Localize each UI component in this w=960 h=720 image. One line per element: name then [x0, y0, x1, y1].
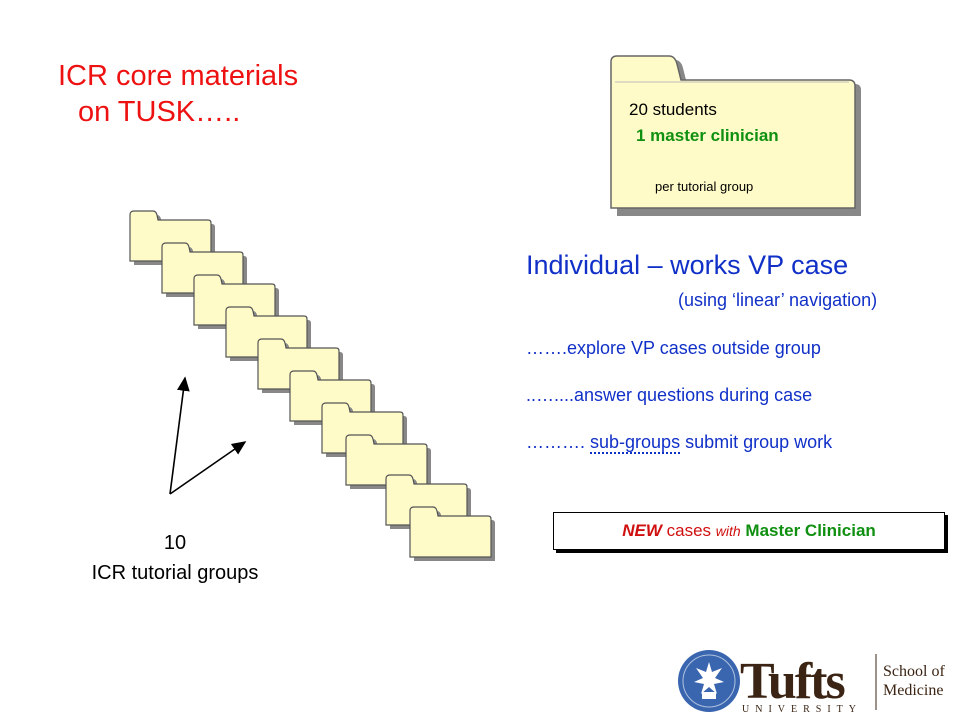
logo-school-line1: School of: [883, 663, 945, 680]
arrow-right: [169, 441, 247, 495]
page-title: ICR core materials on TUSK…..: [58, 58, 298, 130]
new-cases-box: NEW cases with Master Clinician: [553, 512, 945, 550]
folder-students: 20 students: [629, 100, 717, 119]
subgroups-suffix: submit group work: [680, 432, 833, 452]
individual-heading: Individual – works VP case: [526, 250, 849, 280]
navigation-note: (using ‘linear’ navigation): [678, 290, 878, 310]
logo-brand: Tufts: [740, 653, 844, 710]
groups-caption: 10 ICR tutorial groups: [40, 528, 310, 588]
folder-stack: [129, 210, 495, 561]
tutorial-folder-icon: [409, 506, 495, 561]
logo-school-line2: Medicine: [883, 682, 943, 699]
arrow-up: [169, 376, 190, 495]
groups-label: ICR tutorial groups: [91, 562, 259, 584]
folder-clinician: 1 master clinician: [636, 126, 779, 145]
master-clinician-label: Master Clinician: [745, 521, 876, 540]
subgroups-link[interactable]: sub-groups: [590, 432, 681, 454]
cases-label: cases: [666, 521, 712, 540]
subgroups-prefix: ……….: [526, 432, 591, 452]
answer-line: ..…....answer questions during case: [526, 385, 813, 405]
new-label: NEW: [622, 521, 662, 540]
with-label: with: [715, 523, 741, 539]
tutorial-group-folder: 20 students 1 master clinician per tutor…: [610, 55, 861, 216]
explore-line: …….explore VP cases outside group: [526, 338, 821, 358]
subgroups-line: ………. sub-groups submit group work: [526, 432, 833, 454]
tufts-logo: Tufts UNIVERSITY School of Medicine: [678, 650, 945, 714]
title-line-1: ICR core materials: [58, 60, 299, 92]
title-line-2: on TUSK…..: [78, 96, 241, 128]
groups-count: 10: [163, 532, 187, 554]
logo-university: UNIVERSITY: [742, 704, 862, 714]
folder-per-group: per tutorial group: [655, 179, 753, 194]
arrows-graphic: [169, 376, 247, 495]
